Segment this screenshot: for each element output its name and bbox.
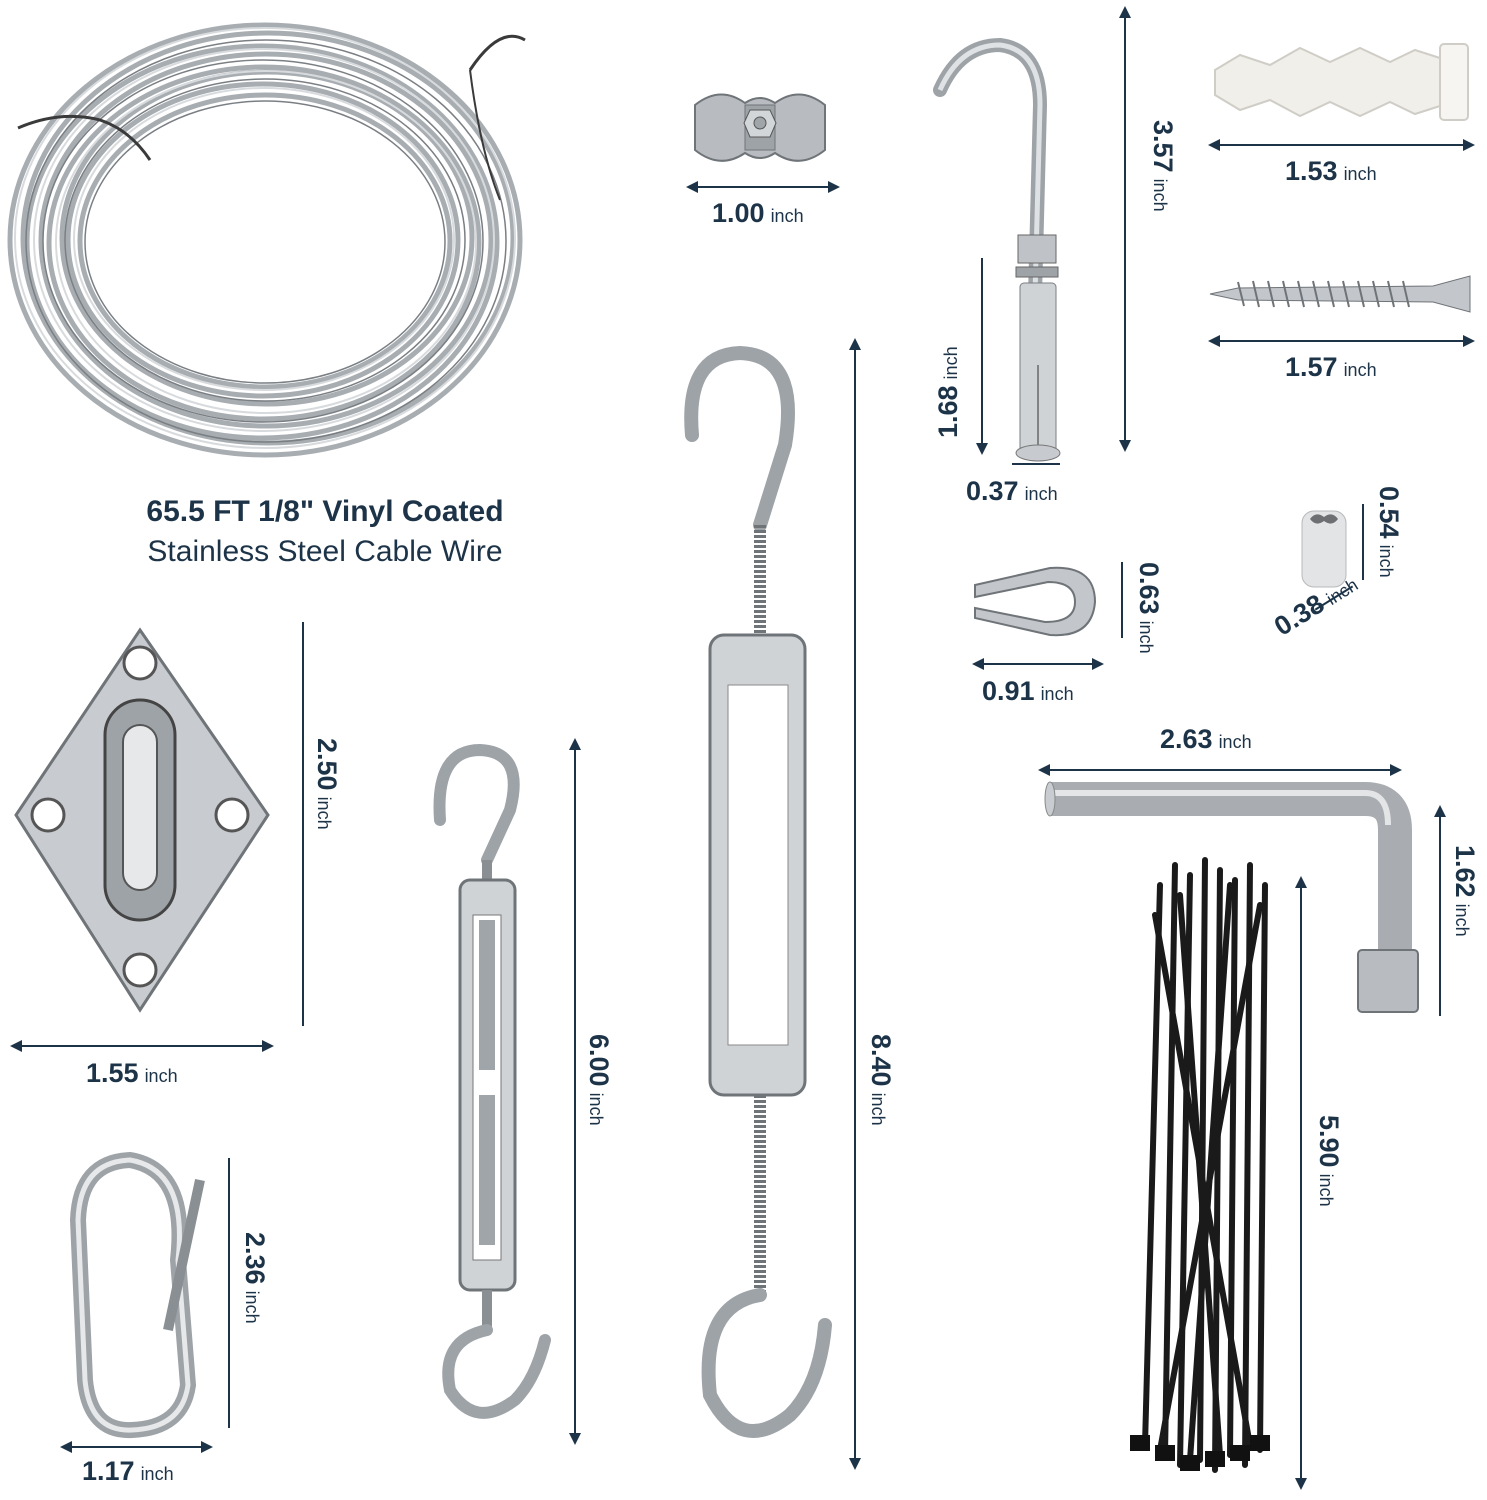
arrow-down-icon xyxy=(1119,440,1131,452)
carabiner-image xyxy=(60,1150,205,1440)
cable-coil-image xyxy=(0,0,560,480)
ferrule-image xyxy=(1300,505,1348,590)
cable-caption: 65.5 FT 1/8" Vinyl Coated Stainless Stee… xyxy=(110,492,540,572)
arrow-right-icon xyxy=(1463,335,1475,347)
arrow-right-icon xyxy=(828,181,840,193)
thimble-height-line xyxy=(1121,562,1123,638)
arrow-left-icon xyxy=(686,181,698,193)
carabiner-width-line xyxy=(66,1446,206,1448)
pad-eye-image xyxy=(10,625,275,1015)
arrow-up-icon xyxy=(569,738,581,750)
ferrule-height-label: 0.54inch xyxy=(1374,486,1404,578)
anchor-length-line xyxy=(1214,144,1468,146)
cable-caption-material: Stainless Steel Cable Wire xyxy=(147,535,503,568)
carabiner-height-line xyxy=(228,1158,230,1428)
turnbuckle-small-length-line xyxy=(574,742,576,1438)
turnbuckle-large-length-label: 8.40inch xyxy=(866,1034,896,1126)
arrow-left-icon xyxy=(1208,139,1220,151)
carabiner-height-label: 2.36inch xyxy=(240,1232,270,1324)
arrow-right-icon xyxy=(1390,764,1402,776)
arrow-left-icon xyxy=(1038,764,1050,776)
ferrule-height-line xyxy=(1362,504,1364,580)
expansion-hook-bolt-image xyxy=(930,35,1120,475)
arrow-up-icon xyxy=(1295,876,1307,888)
wrench-height-label: 1.62inch xyxy=(1450,845,1480,937)
wrench-width-line xyxy=(1044,769,1394,771)
padeye-width-line xyxy=(16,1045,266,1047)
wire-rope-clip-image xyxy=(690,85,830,170)
arrow-right-icon xyxy=(1463,139,1475,151)
thimble-image xyxy=(970,560,1100,640)
arrow-left-icon xyxy=(60,1441,72,1453)
padeye-height-line xyxy=(302,622,304,1026)
arrow-down-icon xyxy=(976,443,988,455)
arrow-right-icon xyxy=(201,1441,213,1453)
thimble-width-line xyxy=(978,663,1098,665)
zip-ties-image xyxy=(1120,855,1290,1485)
cable-caption-spec: 65.5 FT 1/8" Vinyl Coated xyxy=(146,495,504,528)
arrow-right-icon xyxy=(1092,658,1104,670)
thimble-height-label: 0.63inch xyxy=(1134,562,1164,654)
screw-length-line xyxy=(1214,340,1468,342)
sleeve-height-label: 1.68inch xyxy=(933,346,963,438)
hook-height-label: 3.57inch xyxy=(1148,120,1178,212)
sleeve-height-line xyxy=(981,258,983,448)
wall-anchor-image xyxy=(1210,40,1475,125)
arrow-down-icon xyxy=(569,1433,581,1445)
zip-ties-length-line xyxy=(1300,880,1302,1480)
screw-image xyxy=(1208,274,1478,314)
arrow-up-icon xyxy=(849,338,861,350)
sleeve-diameter-line xyxy=(1012,463,1060,465)
turnbuckle-small-length-label: 6.00inch xyxy=(584,1034,614,1126)
padeye-height-label: 2.50inch xyxy=(312,738,342,830)
arrow-down-icon xyxy=(1295,1478,1307,1490)
arrow-up-icon xyxy=(1119,6,1131,18)
turnbuckle-small-image xyxy=(415,740,565,1430)
arrow-left-icon xyxy=(972,658,984,670)
arrow-left-icon xyxy=(1208,335,1220,347)
arrow-left-icon xyxy=(10,1040,22,1052)
turnbuckle-large-image xyxy=(680,345,840,1470)
arrow-right-icon xyxy=(262,1040,274,1052)
arrow-down-icon xyxy=(849,1458,861,1470)
arrow-up-icon xyxy=(1434,805,1446,817)
zip-ties-length-label: 5.90inch xyxy=(1314,1115,1344,1207)
clip-width-line xyxy=(692,186,832,188)
wrench-height-line xyxy=(1439,810,1441,1016)
hook-height-line xyxy=(1124,10,1126,445)
turnbuckle-large-length-line xyxy=(854,342,856,1462)
socket-wrench-image xyxy=(1040,781,1430,1020)
